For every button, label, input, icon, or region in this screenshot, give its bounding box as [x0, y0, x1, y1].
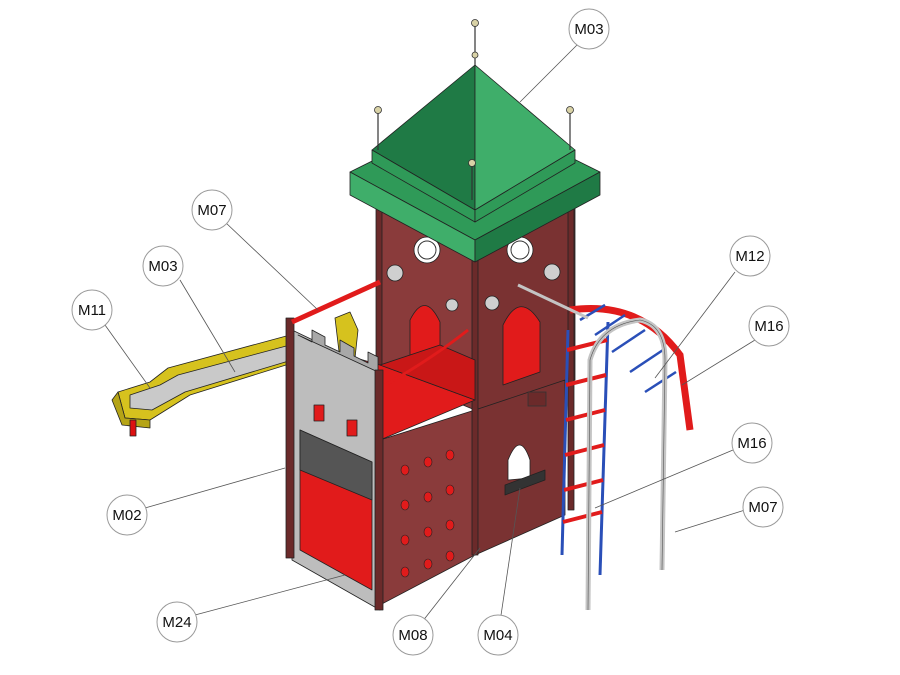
callout-m03-slide: M03: [142, 245, 184, 287]
leader-lines: [104, 41, 756, 623]
callout-label: M03: [574, 21, 603, 38]
callout-label: M02: [112, 507, 141, 524]
callout-m12: M12: [729, 235, 771, 277]
callout-label: M16: [754, 318, 783, 335]
castle-facade: [285, 317, 384, 611]
callout-label: M07: [197, 202, 226, 219]
callout-label: M03: [148, 258, 177, 275]
callout-label: M07: [748, 499, 777, 516]
callout-m04: M04: [477, 614, 519, 656]
monkey-bars: [517, 283, 694, 611]
callout-m16-ladder: M16: [731, 422, 773, 464]
callout-label: M11: [78, 302, 106, 319]
roof: [349, 19, 601, 263]
callout-label: M16: [737, 435, 766, 452]
callout-label: M08: [398, 627, 427, 644]
callout-label: M12: [735, 248, 764, 265]
callout-label: M24: [162, 614, 191, 631]
callout-m24: M24: [156, 601, 198, 643]
callout-m16-arch: M16: [748, 305, 790, 347]
callout-m11: M11: [71, 289, 113, 331]
callout-m07-bar: M07: [742, 486, 784, 528]
callout-m08: M08: [392, 614, 434, 656]
callout-m02: M02: [106, 494, 148, 536]
callout-m03-roof: M03: [568, 8, 610, 50]
callout-label: M04: [483, 627, 512, 644]
callout-m07-rail: M07: [191, 189, 233, 231]
